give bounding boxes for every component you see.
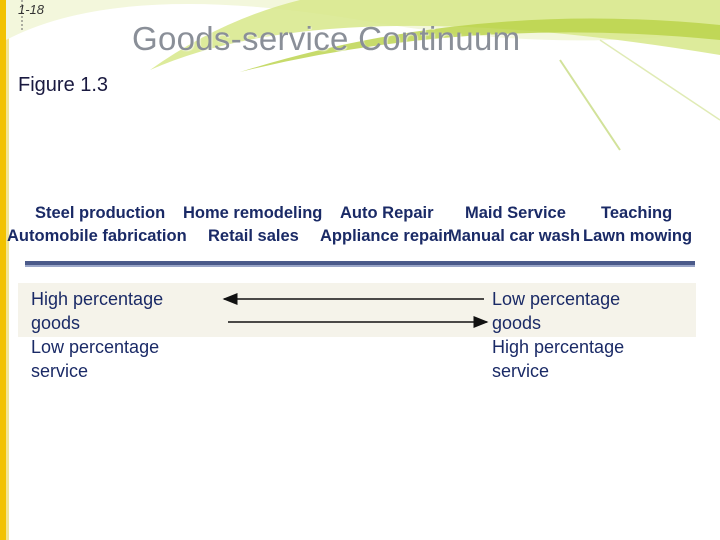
left-label-line: Low percentage (31, 337, 160, 357)
right-label-line: goods (492, 313, 542, 333)
slide-title: Goods-service Continuum (132, 20, 521, 57)
divider-line (25, 261, 695, 267)
continuum-item: Retail sales (208, 227, 299, 245)
continuum-item: Maid Service (465, 204, 566, 222)
left-accent-bar (0, 0, 6, 540)
right-label-line: service (492, 361, 550, 381)
left-label-line: service (31, 361, 89, 381)
continuum-item: Lawn mowing (583, 227, 693, 245)
continuum-panel (18, 283, 696, 337)
continuum-item: Steel production (35, 204, 166, 222)
continuum-item: Automobile fabrication (7, 227, 187, 245)
right-label-line: High percentage (492, 337, 625, 357)
figure-label: Figure 1.3 (18, 74, 109, 96)
continuum-item: Home remodeling (183, 204, 323, 222)
right-label-block: Low percentage goods High percentage ser… (492, 287, 624, 383)
right-label-line: Low percentage (492, 289, 621, 309)
slide-number: 1-18 (18, 2, 45, 17)
continuum-item: Appliance repair (320, 227, 450, 245)
continuum-item: Auto Repair (340, 204, 434, 222)
left-label-line: High percentage (31, 289, 164, 309)
continuum-item: Teaching (601, 204, 673, 222)
continuum-item: Manual car wash (448, 227, 581, 245)
left-label-line: goods (31, 313, 81, 333)
left-label-block: High percentage goods Low percentage ser… (31, 287, 163, 383)
